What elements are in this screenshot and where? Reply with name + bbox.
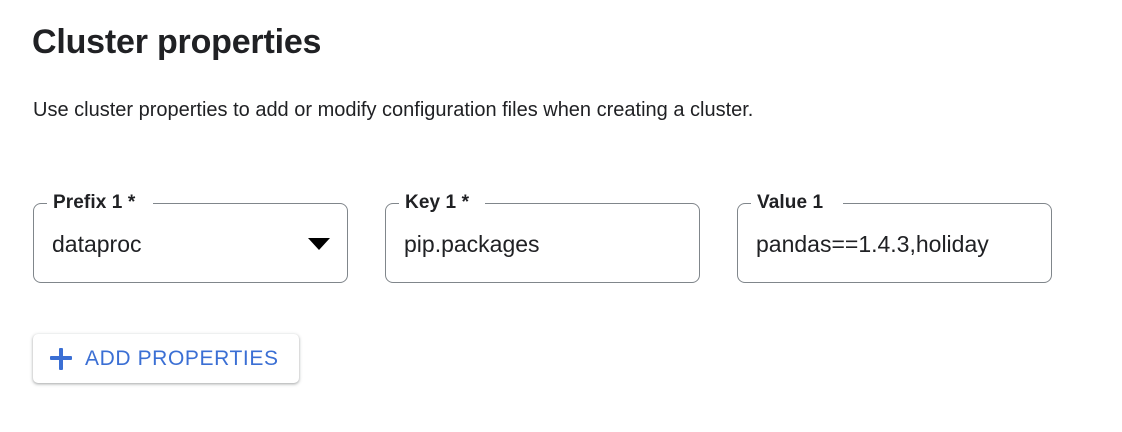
key-1-input[interactable]: pip.packages [404, 231, 540, 257]
add-properties-button[interactable]: ADD PROPERTIES [33, 334, 299, 383]
field-label-key-1: Key 1 * [405, 192, 470, 213]
page-title: Cluster properties [32, 23, 322, 61]
add-properties-button-label: ADD PROPERTIES [85, 346, 279, 370]
field-label-value-1: Value 1 [757, 192, 824, 213]
field-label-prefix-1: Prefix 1 * [53, 192, 136, 213]
field-value-1[interactable]: Value 1 pandas==1.4.3,holiday [737, 193, 1052, 283]
section-description: Use cluster properties to add or modify … [33, 99, 754, 121]
chevron-down-icon[interactable] [308, 238, 330, 250]
prefix-1-value[interactable]: dataproc [52, 231, 142, 257]
field-key-1[interactable]: Key 1 * pip.packages [385, 193, 700, 283]
field-prefix-1[interactable]: Prefix 1 * dataproc [33, 193, 348, 283]
value-1-input[interactable]: pandas==1.4.3,holiday [756, 231, 989, 257]
properties-row: Prefix 1 * dataproc Key 1 * pip.packages… [33, 193, 1093, 285]
plus-icon [50, 347, 72, 370]
